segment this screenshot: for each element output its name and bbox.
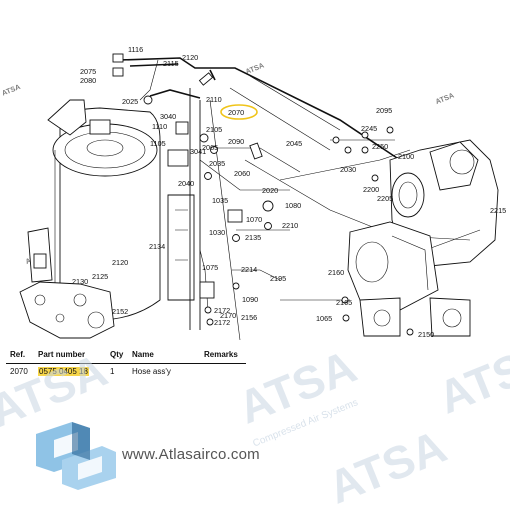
header-ref: Ref. [10,350,26,359]
row-ref: 2070 [10,367,28,376]
callout-label: 2135 [245,233,261,242]
callout-label: 2150 [418,330,434,339]
callout-label: 2040 [178,179,194,188]
table-row: 2070 0575 0405 18 1 Hose ass'y [6,364,246,380]
callout-label: 2045 [286,139,302,148]
callout-label: 2215 [490,206,506,215]
callout-label: 3040 [160,112,176,121]
callout-label: 1065 [316,314,332,323]
callout-label: 2165 [336,298,352,307]
callout-label: 2250 [372,142,388,151]
callout-label: 1030 [209,228,225,237]
parts-diagram: ATSA ATSA ATSA ATSA ATSA [0,45,506,341]
row-qty: 1 [110,367,115,376]
callout-label: 2156 [241,313,257,322]
bottom-watermarks: ATSA ATSA ATSA ATSA Compressed Air Syste… [0,340,510,510]
fittings [112,53,414,336]
parts-table: Ref. Part number Qty Name Remarks 2070 0… [6,347,246,380]
header-name: Name [132,350,154,359]
company-logo [36,422,116,490]
header-part-number: Part number [38,350,86,359]
callout-label: 2195 [270,274,286,283]
callout-label: 2130 [72,277,88,286]
callout-label: 2065 [202,143,218,152]
callout-label: 2115 [163,59,179,68]
watermark-text: ATSA [434,90,456,106]
callout-label: 3041 [190,147,206,156]
callout-label: 1090 [242,295,258,304]
callout-label: 2120 [182,53,198,62]
row-name: Hose ass'y [132,367,171,376]
watermark-text: ATSA [0,82,22,98]
row-part-number: 0575 0405 18 [38,367,89,376]
header-remarks: Remarks [204,350,238,359]
callout-label: 2214 [241,265,257,274]
callout-label: 2080 [80,76,96,85]
callout-label: 1080 [285,201,301,210]
website-link[interactable]: www.Atlasairco.com [122,446,260,463]
callout-label: 2025 [122,97,138,106]
callout-label: 2090 [228,137,244,146]
callout-label: 2020 [262,186,278,195]
watermark-text: ATSA [431,340,510,424]
callout-label: 2070 [228,108,244,117]
callout-label: 2210 [282,221,298,230]
pipe-network [119,57,411,311]
callout-labels: 1116 2115 2120 2075 2080 2025 3040 2105 … [72,45,506,339]
callout-label: 2172 [214,318,230,327]
callout-label: 2134 [149,242,165,251]
watermark-text: ATSA [231,340,363,434]
highlight-ring [220,104,258,120]
callout-label: 2172 [214,306,230,315]
callout-label: 1116 [128,45,143,54]
callout-label: 2100 [398,152,414,161]
air-receiver-tank [27,99,161,321]
callout-label: 2060 [234,169,250,178]
callout-label: 1070 [246,215,262,224]
callout-label: 2160 [328,268,344,277]
callout-label: 2152 [112,307,128,316]
motor-housing [347,221,471,337]
callout-label: 1105 [150,139,166,148]
callout-label: 2110 [206,95,222,104]
callout-label: 2105 [206,125,222,134]
callout-label: 2205 [377,194,393,203]
callout-label: 2095 [376,106,392,115]
callout-label: 1110 [152,122,167,131]
callout-label: 2120 [112,258,128,267]
callout-label: 2125 [92,272,108,281]
callout-label: 1075 [202,263,218,272]
callout-label: 2035 [209,159,225,168]
header-qty: Qty [110,350,124,359]
callout-label: 2075 [80,67,96,76]
callout-label: 2200 [363,185,379,194]
callout-label: 2245 [361,124,377,133]
check-valve-block [19,281,115,339]
callout-label: 1035 [212,196,228,205]
table-header: Ref. Part number Qty Name Remarks [6,347,246,364]
callout-label: 2030 [340,165,356,174]
watermark-text: ATSA [321,420,453,510]
callout-label: 2170 [220,311,236,320]
